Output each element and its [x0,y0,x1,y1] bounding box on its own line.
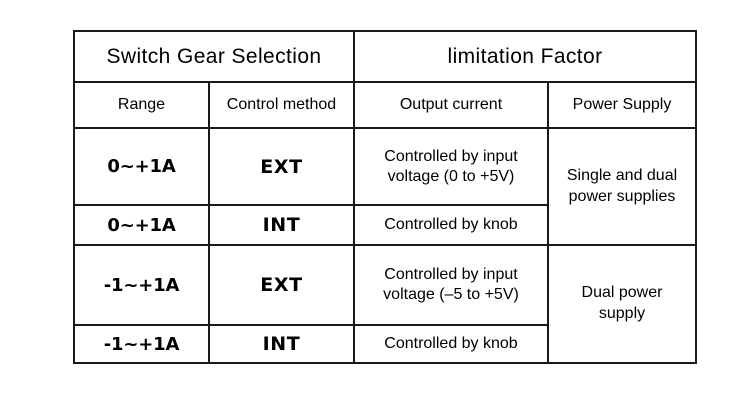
table-column-header-row: Range Control method Output current Powe… [73,81,698,129]
cell-power-supply-group2: Dual power supply [546,244,698,364]
cell-control-method-row1: EXT [208,127,355,206]
cell-power-supply-group1: Single and dual power supplies [546,127,698,246]
cell-output-current-row4: Controlled by knob [353,324,549,364]
power-supply-line-2: power supplies [568,187,676,205]
table-row: -1~+1A INT Controlled by knob [73,324,696,364]
cell-control-method-row2: INT [208,204,355,246]
cell-control-method-row4: INT [208,324,355,364]
cell-output-current-row2: Controlled by knob [353,204,549,246]
cell-range-row1: 0~+1A [73,127,210,206]
power-supply-line-2: supply [598,305,646,322]
cell-output-current-row3: Controlled by input voltage (–5 to +5V) [353,244,549,326]
table-row: 0~+1A EXT Controlled by input voltage (0… [73,127,698,246]
output-current-line-2: voltage (0 to +5V) [387,167,515,185]
group-header-limitation-factor: limitation Factor [352,30,698,83]
column-header-power-supply: Power Supply [546,81,698,129]
power-supply-line-1: Single and dual [566,166,678,184]
table-group-header-row: Switch Gear Selection limitation Factor [73,30,698,83]
power-supply-line-1: Dual power [581,284,663,302]
group-header-switch-gear-selection: Switch Gear Selection [73,30,355,83]
table-row: -1~+1A EXT Controlled by input voltage (… [73,244,698,364]
output-current-line-2: voltage (–5 to +5V) [383,286,519,303]
cell-range-row4: -1~+1A [73,324,210,364]
table-row: 0~+1A INT Controlled by knob [73,204,696,246]
cell-control-method-row3: EXT [208,244,355,326]
column-header-control-method: Control method [208,81,355,129]
specification-table: Switch Gear Selection limitation Factor … [73,30,698,364]
output-current-line-1: Controlled by input [384,266,518,283]
output-current-line-1: Controlled by input [384,147,518,165]
cell-range-row3: -1~+1A [73,244,210,326]
cell-range-row2: 0~+1A [73,204,210,246]
column-header-range: Range [73,81,210,129]
cell-output-current-row1: Controlled by input voltage (0 to +5V) [353,127,549,206]
column-header-output-current: Output current [353,81,549,129]
